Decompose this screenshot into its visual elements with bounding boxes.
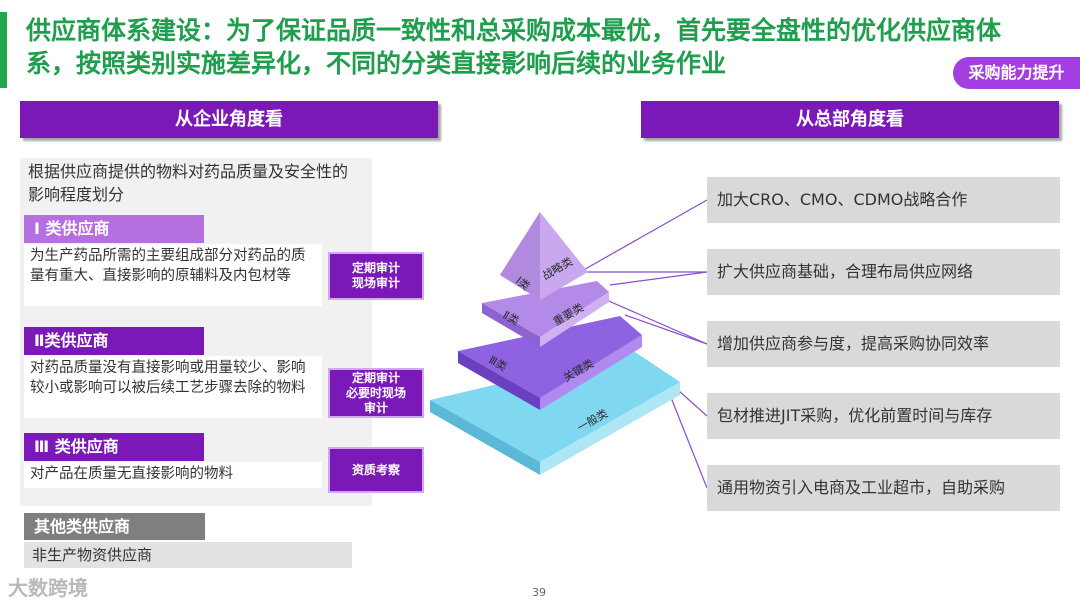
right-item-5: 通用物资引入电商及工业超市，自助采购 (707, 465, 1060, 511)
page-title: 供应商体系建设：为了保证品质一致性和总采购成本最优，首先要全盘性的优化供应商体系… (26, 16, 1002, 78)
page-number: 39 (532, 586, 546, 599)
category-1-label: Ⅰ 类供应商 (24, 215, 204, 243)
pyramid-level-4-side (430, 400, 540, 475)
pyramid-level-4-top (430, 352, 680, 462)
accent-bar (0, 12, 7, 88)
intro-text: 根据供应商提供的物料对药品质量及安全性的影响程度划分 (28, 162, 349, 204)
right-section-header: 从总部角度看 (641, 101, 1059, 138)
category-2-audit: 定期审计 必要时现场 审计 (328, 368, 424, 418)
right-item-2: 扩大供应商基础，合理布局供应网络 (707, 249, 1060, 295)
category-2-label: Ⅱ类供应商 (24, 327, 204, 355)
pyramid-level-2 (482, 281, 609, 337)
watermark-logo: 大数跨境 (8, 572, 88, 601)
category-1-desc: 为生产药品所需的主要组成部分对药品的质量有重大、直接影响的原辅料及内包材等 (24, 244, 322, 306)
right-item-1: 加大CRO、CMO、CDMO战略合作 (707, 177, 1060, 223)
category-3-label: Ⅲ 类供应商 (24, 433, 204, 461)
left-section-header: 从企业角度看 (20, 101, 438, 138)
category-3-audit: 资质考察 (328, 447, 424, 493)
pyramid-level-4-front (540, 382, 680, 475)
category-3-desc: 对产品在质量无直接影响的物料 (24, 462, 322, 488)
watermark-text: 大数跨境 (8, 576, 88, 600)
other-category-label: 其他类供应商 (24, 513, 205, 540)
right-item-3: 增加供应商参与度，提高采购协同效率 (707, 321, 1060, 367)
other-category-desc: 非生产物资供应商 (24, 542, 352, 568)
pyramid-level-3 (458, 316, 642, 398)
pyramid-level-1-roman: Ⅰ类 (513, 273, 533, 293)
category-1-audit: 定期审计 现场审计 (328, 252, 424, 300)
topic-badge: 采购能力提升 (953, 57, 1080, 89)
category-2-desc: 对药品质量没有直接影响或用量较少、影响较小或影响可以被后续工艺步骤去除的物料 (24, 356, 322, 418)
right-item-4: 包材推进JIT采购，优化前置时间与库存 (707, 393, 1060, 439)
